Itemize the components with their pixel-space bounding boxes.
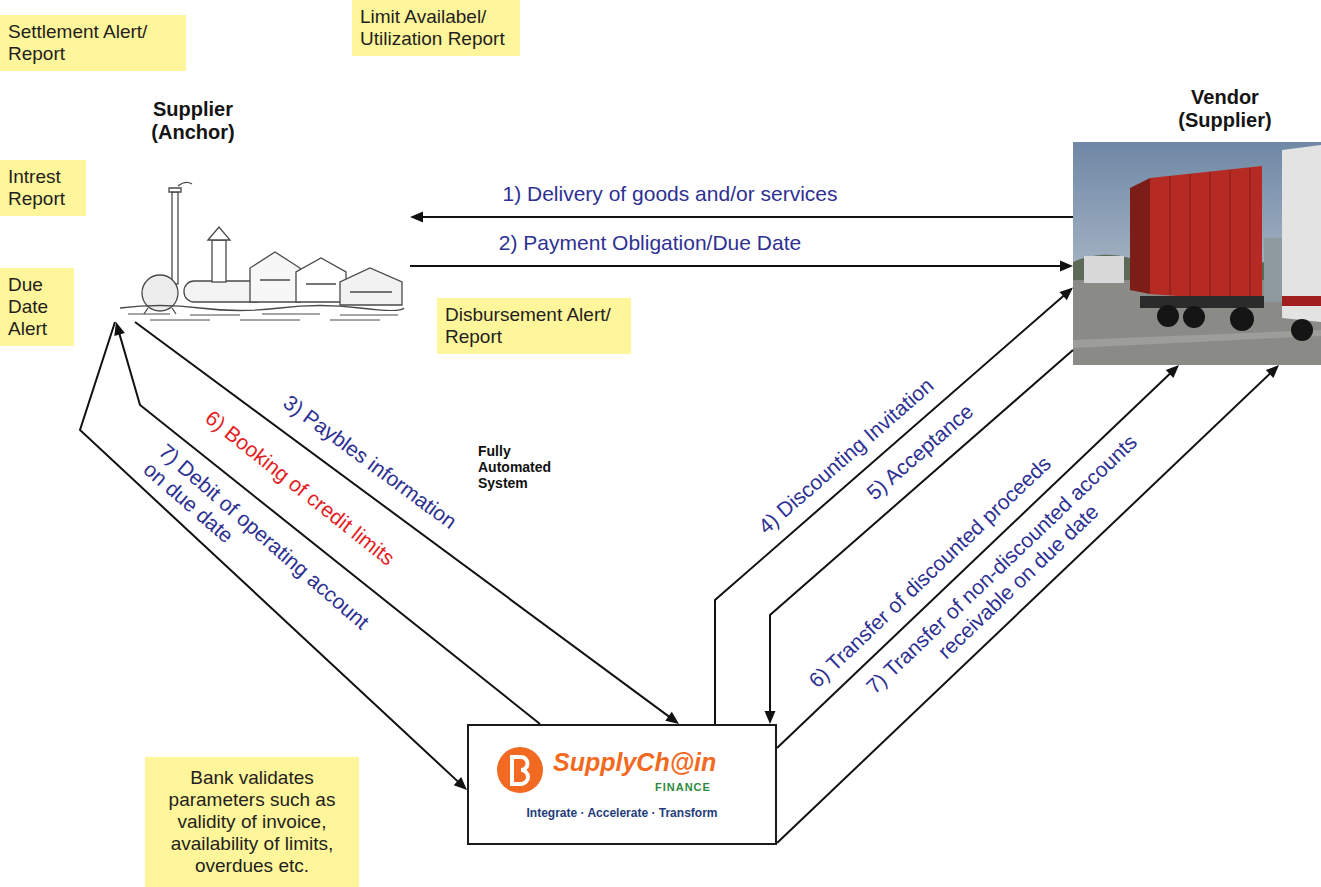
factory-chimney-cap [169,188,181,192]
factory-smoke [178,182,192,186]
connector-arrow [135,322,679,724]
node-heading: Vendor (Supplier) [1165,86,1285,132]
connector-line [419,216,1073,218]
connector-line [135,322,672,719]
box-text: Disbursement Alert/ Report [445,304,623,348]
arrow-head [1266,365,1279,378]
factory-windows [260,280,392,292]
platform-box: SupplyCh@inFINANCE Integrate · Accelerate… [467,724,777,845]
factory-tower [212,240,226,282]
alert-box: Intrest Report [0,160,86,216]
truck-photo [1073,142,1321,365]
connector-line [777,371,1172,748]
arrow-head [114,322,125,336]
system-note: Fully Automated System [478,443,558,491]
photo-trailer-ribs [1170,168,1250,301]
photo-distant-trailer [1084,256,1124,283]
connector-arrow [114,322,540,724]
alert-box: Settlement Alert/ Report [0,15,186,71]
factory-chimney [172,192,178,284]
alert-box: Limit Availabel/ Utilization Report [352,0,520,56]
alert-box: Due Date Alert [0,268,74,346]
box-text: Settlement Alert/ Report [8,21,178,65]
box-text: Intrest Report [8,166,78,210]
arrow-head [1060,261,1073,272]
box-text: Bank validates parameters such as validi… [157,767,347,877]
logo-swirl [512,757,528,784]
arrow-head [765,711,776,724]
factory-water-hatch [128,314,398,320]
alert-box: Disbursement Alert/ Report [437,298,631,354]
brand-tagline: Integrate · Accelerate · Transform [469,806,775,820]
arrow-head [410,212,423,223]
connector-arrow [777,365,1179,748]
photo-trailer-front [1130,178,1150,294]
factory-water-line [120,306,404,311]
edge-label: 3) Paybles information [279,390,461,534]
factory-illustration [120,182,404,320]
brand-subtitle: FINANCE [655,781,711,794]
photo-wheel [1230,307,1254,331]
photo-second-trailer [1282,145,1321,322]
connector-arrow [410,212,1073,223]
validation-note: Bank validates parameters such as validi… [145,757,359,887]
box-text: Limit Availabel/ Utilization Report [360,6,512,50]
logo-circle [497,747,543,793]
photo-cab [1264,238,1282,302]
connector-arrow [410,261,1073,272]
edge-label: 1) Delivery of goods and/or services [503,182,838,206]
arrow-head [454,777,467,790]
connector-line [118,331,540,724]
anchor-figure: Supplier (Anchor) [115,95,410,322]
photo-sky [1073,142,1321,365]
node-heading: Supplier (Anchor) [138,98,248,144]
arrow-head [1166,365,1179,378]
connector-line [80,322,460,784]
connector-arrow [80,322,467,790]
photo-undercarriage [1140,296,1264,308]
photo-wheel [1291,319,1313,341]
photo-trailer-stripe [1282,296,1321,306]
vendor-figure: Vendor (Supplier) [1073,85,1321,365]
connector-line [410,265,1064,267]
arrow-head [665,712,679,724]
factory-tower-roof [208,227,230,240]
edge-label: 2) Payment Obligation/Due Date [499,231,801,255]
factory-building [250,252,300,302]
photo-trailer-side [1150,166,1262,302]
bank-logo-mark [497,747,543,793]
photo-lane [1073,330,1321,348]
photo-wheel [1183,306,1205,328]
box-text: Due Date Alert [8,274,66,340]
factory-tank-legs [144,308,176,314]
factory-building [340,268,402,305]
photo-wheel [1157,305,1179,327]
brand-name: SupplyCh@in [553,748,716,777]
factory-building [296,258,346,302]
arrow-head [1060,288,1073,301]
